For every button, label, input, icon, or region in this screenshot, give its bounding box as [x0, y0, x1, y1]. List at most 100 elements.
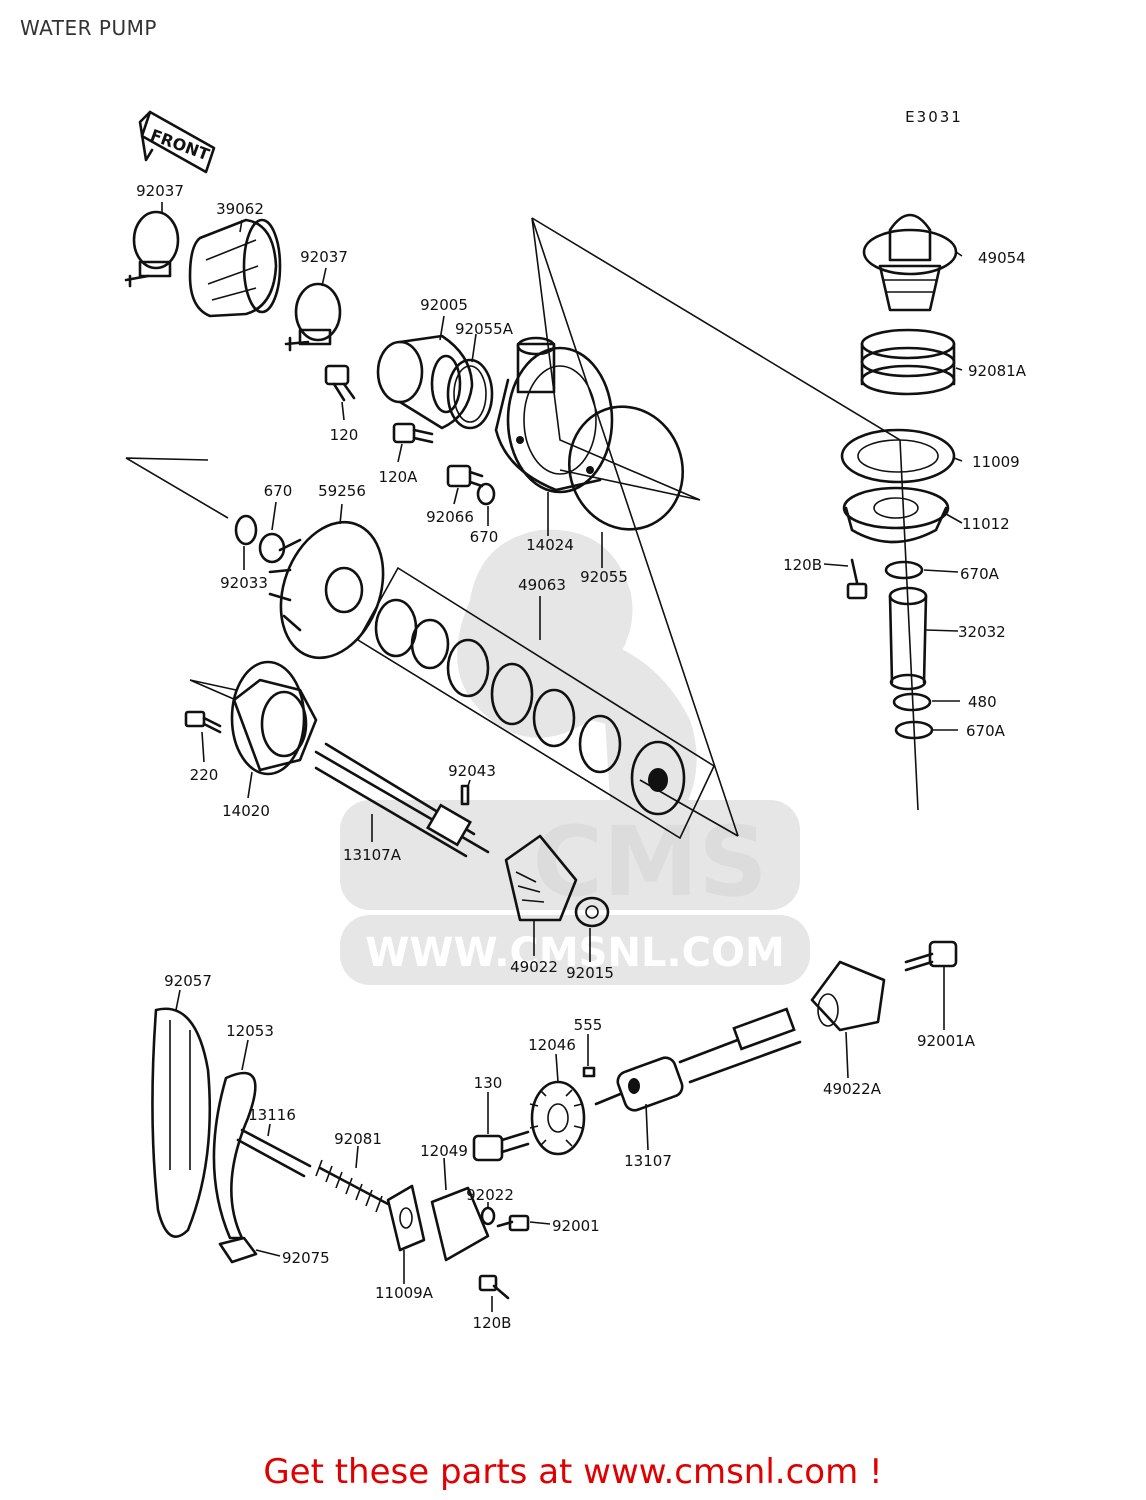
circlip-480	[892, 692, 932, 712]
label-92005: 92005	[420, 296, 468, 314]
o-ring-670A-top	[884, 560, 924, 580]
watermark-url: WWW.CMSNL.COM	[365, 930, 785, 976]
watermark-brand: CMS	[532, 806, 767, 918]
tensioner-body-12049	[430, 1186, 490, 1262]
footer-link[interactable]: Get these parts at www.cmsnl.com !	[263, 1452, 883, 1492]
label-92057: 92057	[164, 972, 212, 990]
sprocket-12046	[529, 1080, 586, 1156]
pump-cover-14024	[494, 336, 614, 494]
washer-92022	[480, 1206, 496, 1226]
nut-92015	[574, 896, 610, 928]
plug-92066	[446, 464, 484, 488]
label-555: 555	[574, 1016, 603, 1034]
pin-13116	[236, 1128, 312, 1178]
bolt-120	[324, 364, 356, 402]
thermostat-49054	[862, 213, 958, 312]
label-92055A: 92055A	[455, 320, 514, 338]
hose-clamp-right	[284, 282, 342, 352]
label-130: 130	[474, 1074, 503, 1092]
label-92055: 92055	[580, 568, 628, 586]
stopper-92075	[218, 1236, 258, 1264]
label-12053: 12053	[226, 1022, 274, 1040]
label-59256: 59256	[318, 482, 366, 500]
bolt-92001A	[904, 940, 958, 972]
gasket-11009A	[386, 1184, 426, 1252]
pipe-32032	[888, 586, 928, 691]
label-49022: 49022	[510, 958, 558, 976]
label-92066: 92066	[426, 508, 474, 526]
label-39062: 39062	[216, 200, 264, 218]
label-220: 220	[190, 766, 219, 784]
bolt-120B-top	[846, 558, 868, 600]
o-ring-92055A	[446, 358, 494, 430]
label-92001: 92001	[552, 1217, 600, 1235]
label-480: 480	[968, 693, 997, 711]
label-670A-top: 670A	[960, 565, 1000, 583]
label-49022A: 49022A	[823, 1080, 882, 1098]
label-12049: 12049	[420, 1142, 468, 1160]
shaft-13107	[594, 1007, 802, 1112]
pin-92043	[460, 784, 470, 806]
washer-670-top	[476, 482, 496, 506]
o-ring-92055	[567, 405, 685, 531]
label-49063: 49063	[518, 576, 566, 594]
label-120: 120	[330, 426, 359, 444]
label-11009A: 11009A	[375, 1284, 434, 1302]
label-13116: 13116	[248, 1106, 296, 1124]
label-92081: 92081	[334, 1130, 382, 1148]
circlip-92033	[234, 514, 258, 546]
label-92081A: 92081A	[968, 362, 1027, 380]
label-13107A: 13107A	[343, 846, 402, 864]
label-92037-right: 92037	[300, 248, 348, 266]
gasket-11009	[840, 428, 956, 484]
label-49054: 49054	[978, 249, 1026, 267]
part-labels: 92037 39062 92037 92005 92055A 120 120A …	[136, 182, 1027, 1332]
diagram-code: E3031	[905, 108, 963, 126]
front-arrow: FRONT	[138, 110, 216, 174]
assembly-lines	[125, 217, 919, 837]
washer-670-left	[258, 532, 286, 564]
label-11009: 11009	[972, 453, 1020, 471]
label-670-top: 670	[470, 528, 499, 546]
label-92043: 92043	[448, 762, 496, 780]
cmsnl-watermark: CMS WWW.CMSNL.COM	[340, 529, 810, 985]
bolt-92001	[496, 1214, 530, 1232]
label-92033: 92033	[220, 574, 268, 592]
tensioner-guide-12053	[212, 1071, 257, 1240]
label-120B-bottom: 120B	[473, 1314, 512, 1332]
seal-kit-49063	[356, 566, 716, 840]
page-title: WATER PUMP	[20, 16, 157, 40]
label-92075: 92075	[282, 1249, 330, 1267]
label-11012: 11012	[962, 515, 1010, 533]
leader-lines	[161, 202, 963, 1312]
spring-92081	[315, 1159, 390, 1213]
label-92001A: 92001A	[917, 1032, 976, 1050]
gasket-92081A	[860, 328, 956, 396]
label-12046: 12046	[528, 1036, 576, 1054]
thermostat-housing-11012	[842, 486, 950, 544]
bolt-130	[472, 1130, 530, 1162]
pump-body-14020	[230, 660, 318, 776]
label-670-left: 670	[264, 482, 293, 500]
label-14020: 14020	[222, 802, 270, 820]
shaft-13107A	[314, 742, 490, 858]
label-92015: 92015	[566, 964, 614, 982]
pin-555	[582, 1066, 596, 1078]
label-92022: 92022	[466, 1186, 514, 1204]
label-92037-left: 92037	[136, 182, 184, 200]
hose-clamp-left	[124, 210, 180, 288]
label-670A-bottom: 670A	[966, 722, 1006, 740]
bolt-220	[184, 710, 222, 734]
label-120A: 120A	[379, 468, 419, 486]
label-14024: 14024	[526, 536, 574, 554]
chain-92057	[151, 1007, 212, 1238]
label-13107: 13107	[624, 1152, 672, 1170]
inlet-pipe-92005	[376, 334, 474, 430]
label-32032: 32032	[958, 623, 1006, 641]
gear-49022	[504, 834, 578, 922]
label-120B-top: 120B	[783, 556, 822, 574]
bolt-120A	[392, 422, 434, 444]
coolant-hose	[188, 218, 282, 318]
gear-49022A	[810, 960, 886, 1032]
